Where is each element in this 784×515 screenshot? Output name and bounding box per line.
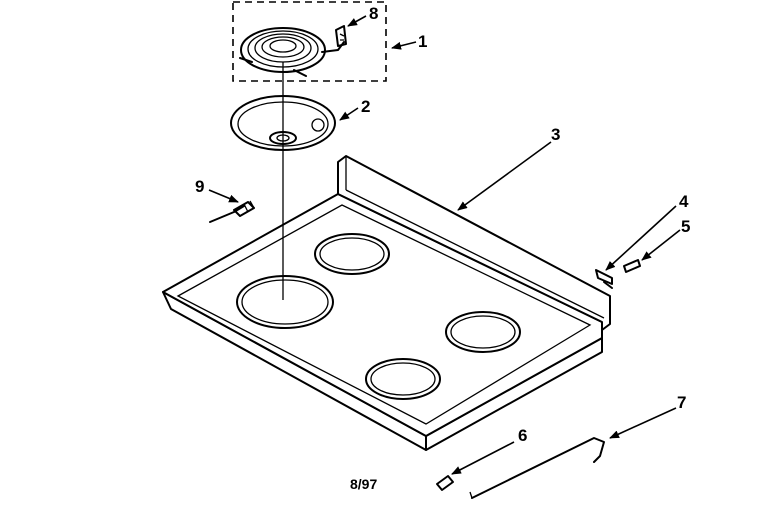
callout-8: 8 [369, 4, 378, 23]
arrow-9 [208, 189, 239, 203]
arrow-2 [339, 107, 359, 121]
arrow-7 [609, 407, 677, 439]
callout-5: 5 [681, 217, 690, 236]
callout-1: 1 [418, 32, 427, 51]
callout-9: 9 [195, 177, 204, 196]
clip-6 [436, 475, 454, 491]
cooktop-inner-edge [176, 204, 592, 425]
burner-opening-left-front [236, 275, 334, 329]
burner-opening-left-rear [314, 233, 390, 275]
arrow-3 [457, 141, 552, 211]
surface-element [239, 27, 345, 77]
callout-3: 3 [551, 125, 560, 144]
cooktop [162, 155, 611, 451]
cooktop-top [162, 193, 603, 437]
screw [623, 259, 641, 273]
callout-4: 4 [679, 192, 689, 211]
support-rod-7 [469, 437, 605, 499]
burner-opening-right-rear [445, 311, 521, 353]
arrow-1 [391, 41, 417, 50]
arrow-4 [605, 205, 677, 271]
diagram-date-code: 8/97 [350, 476, 377, 492]
element-assembly-box [232, 1, 387, 82]
arrow-6 [451, 441, 515, 475]
arrow-5 [641, 229, 681, 261]
burner-opening-right-front [365, 358, 441, 400]
callout-6: 6 [518, 426, 527, 445]
callout-2: 2 [361, 97, 370, 116]
terminal-block [209, 200, 255, 223]
callout-7: 7 [677, 393, 686, 412]
backsplash [337, 155, 611, 331]
hinge-clip [595, 269, 613, 289]
backsplash-edge [345, 156, 605, 319]
element-terminal-8 [335, 25, 347, 47]
arrow-8 [347, 15, 367, 27]
